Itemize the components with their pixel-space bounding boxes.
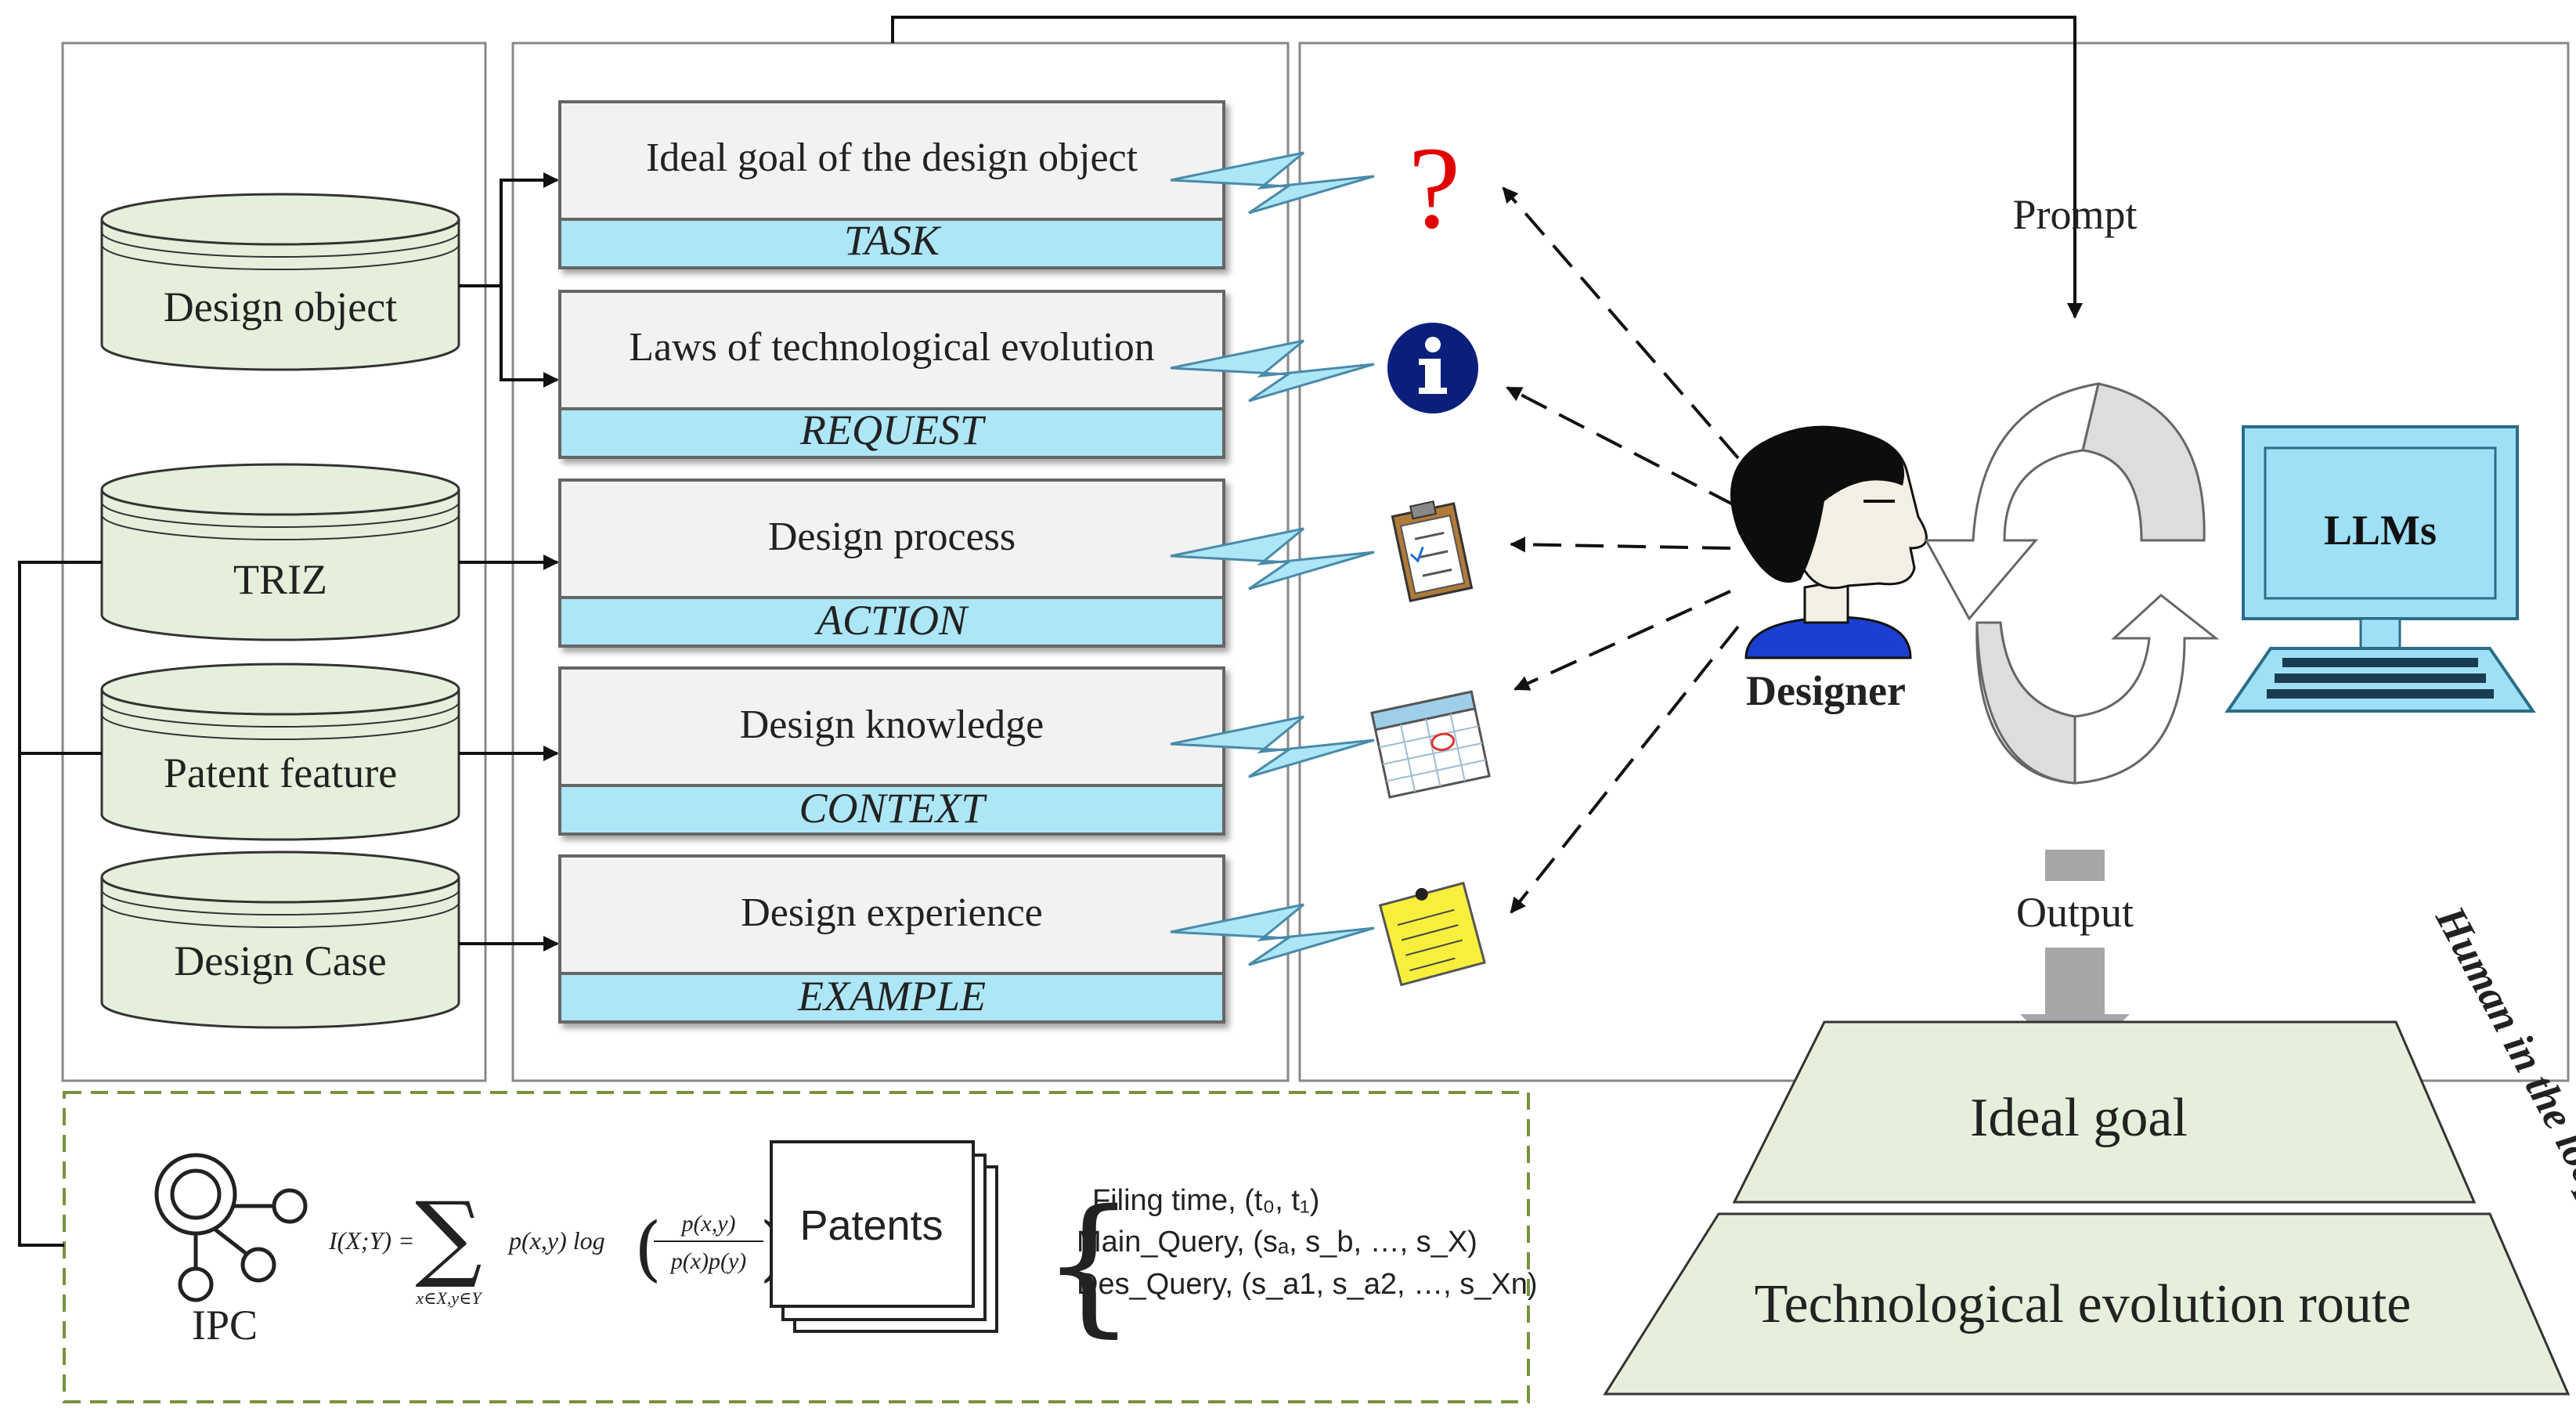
sticky-note-icon [1378, 881, 1486, 987]
patents-stack [770, 1140, 998, 1333]
frac-denominator: p(x)p(y) [669, 1248, 747, 1274]
prompt-block-example [558, 854, 1225, 1024]
prompt-block-request [558, 290, 1225, 459]
prompt-flow-line [891, 16, 2083, 319]
prompt-block-task [558, 100, 1225, 269]
ipc-network-icon [154, 1153, 308, 1302]
patent-analysis-box [63, 1091, 1530, 1403]
clipboard-checklist-icon [1391, 500, 1474, 603]
db-label-design-case: Design Case [174, 937, 386, 984]
block-tag-action: ACTION [814, 597, 969, 644]
block-title-context: Design knowledge [740, 702, 1044, 747]
block-tag-request: REQUEST [799, 406, 987, 453]
result-pyramid [1603, 1020, 2571, 1396]
formula-lhs: I(X;Y) = [328, 1226, 415, 1255]
question-mark-icon: ? [1409, 123, 1461, 253]
db-label-triz: TRIZ [233, 556, 327, 603]
sum-symbol-icon: ∑ [415, 1183, 482, 1291]
block-tag-example: EXAMPLE [797, 973, 986, 1020]
pyramid-top-label: Ideal goal [1970, 1088, 2188, 1148]
filing-time-text: Filing time, (t₀, t₁) [1092, 1184, 1319, 1217]
database-design-case: Design Case [100, 850, 460, 1029]
database-design-object: Design object [100, 193, 460, 371]
formula-term: p(x,y) log [507, 1226, 605, 1255]
pyramid-bottom-label: Technological evolution route [1755, 1274, 2412, 1334]
brace-icon: { [1041, 1178, 1136, 1351]
open-paren-icon: ( [634, 1208, 662, 1290]
svg-text:?: ? [1409, 123, 1461, 253]
info-icon [1384, 320, 1481, 417]
des-query-text: Des_Query, (s_a1, s_a2, …, s_Xn) [1077, 1268, 1538, 1301]
calendar-icon [1370, 690, 1491, 799]
block-title-request: Laws of technological evolution [629, 325, 1154, 370]
db-label-design-object: Design object [164, 283, 397, 330]
mutual-information-formula: I(X;Y) = ∑ x∈X,y∈Y p(x,y) log ( p(x,y) p… [328, 1183, 787, 1308]
patents-label: Patents [799, 1202, 943, 1249]
database-triz: TRIZ [100, 463, 460, 641]
block-tag-task: TASK [844, 217, 942, 264]
llm-label: LLMs [2324, 507, 2437, 554]
main-query-text: Main_Query, (sₐ, s_b, …, s_X) [1077, 1226, 1477, 1259]
iteration-loop-icon [1924, 382, 2220, 785]
db-label-patent-feature: Patent feature [164, 749, 397, 796]
sum-subscript: x∈X,y∈Y [415, 1288, 483, 1308]
block-tag-context: CONTEXT [799, 785, 987, 832]
db-to-block-connectors [18, 172, 559, 1247]
designer-to-icons-arrows [1502, 186, 1740, 914]
block-title-example: Design experience [741, 890, 1042, 935]
output-label: Output [2016, 889, 2134, 936]
ipc-label: IPC [192, 1302, 258, 1349]
frac-numerator: p(x,y) [680, 1211, 735, 1237]
designer-figure [1730, 425, 1928, 659]
lightning-connectors [1170, 151, 1375, 966]
llm-computer-icon [2224, 425, 2536, 713]
block-title-action: Design process [768, 515, 1016, 559]
designer-label: Designer [1746, 667, 1906, 714]
prompt-block-action [558, 478, 1225, 648]
database-patent-feature: Patent feature [100, 663, 460, 841]
prompt-label: Prompt [2012, 191, 2137, 238]
block-title-task: Ideal goal of the design object [646, 135, 1138, 180]
prompt-block-context [558, 666, 1225, 836]
